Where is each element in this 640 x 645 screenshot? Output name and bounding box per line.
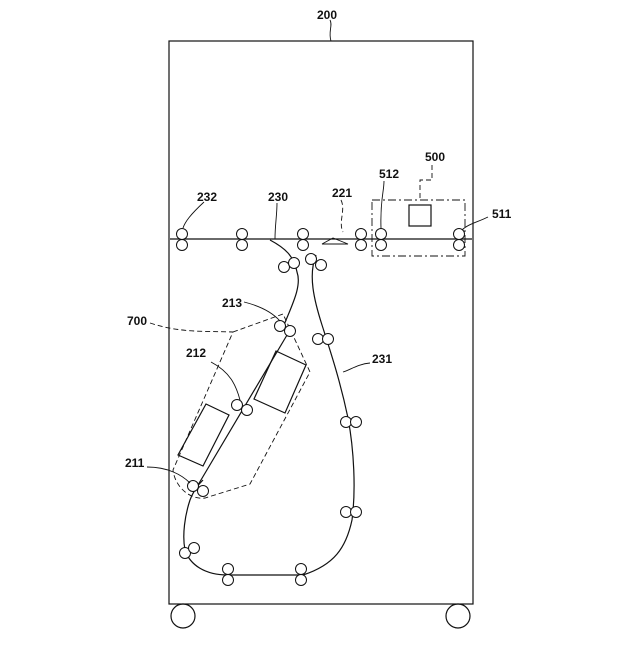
label-212: 212 (186, 346, 206, 360)
label-231: 231 (372, 352, 392, 366)
label-230: 230 (268, 190, 288, 204)
left-branch-path (270, 240, 298, 325)
wheel-left (171, 604, 195, 628)
label-512: 512 (379, 167, 399, 181)
tray-upper (254, 351, 306, 413)
module-500-sensor (409, 205, 431, 226)
label-200: 200 (317, 8, 337, 22)
rollers-branch (279, 254, 327, 273)
label-700: 700 (127, 314, 147, 328)
leader-lines (147, 20, 488, 483)
label-511: 511 (492, 207, 512, 221)
label-232: 232 (197, 190, 217, 204)
label-213: 213 (222, 296, 242, 310)
wheel-right (446, 604, 470, 628)
label-221: 221 (332, 186, 352, 200)
label-500: 500 (425, 150, 445, 164)
label-211: 211 (125, 456, 145, 470)
tray-lower (178, 404, 229, 466)
right-branch-path-231 (303, 255, 354, 575)
